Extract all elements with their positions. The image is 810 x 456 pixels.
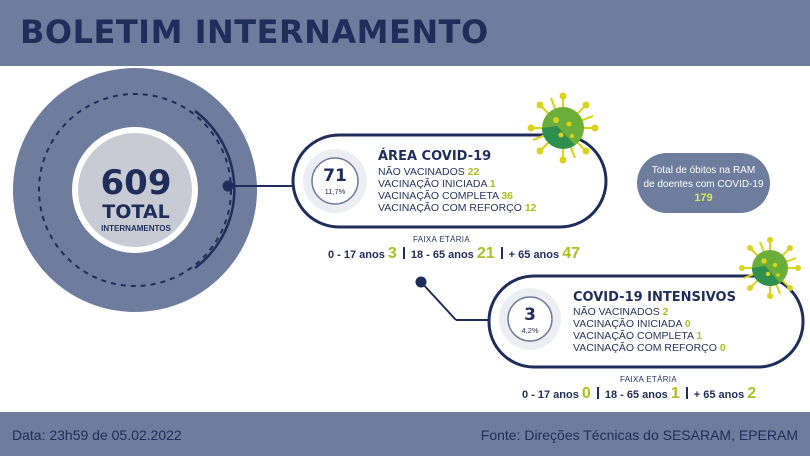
intensivos-panel [487,274,805,369]
obitos-line1: Total de óbitos na RAM [651,165,756,176]
total-value: 609 [100,163,172,203]
obitos-value: 179 [694,192,713,204]
page-title: BOLETIM INTERNAMENTO [20,13,489,51]
obitos-card: Total de óbitos na RAM de doentes com CO… [637,153,770,213]
total-core-disc [78,133,192,247]
area-covid-badge [311,157,359,205]
obitos-line2: de doentes com COVID-19 [643,178,764,190]
intensivos-row: VACINAÇÃO COMPLETA 1 [573,330,703,342]
connector-line-bottom-a [420,281,457,321]
intensivos-count: 3 [524,305,536,325]
area-covid-row: VACINAÇÃO INICIADA 1 [378,178,496,190]
intensivos-row: VACINAÇÃO INICIADA 0 [573,318,691,330]
intensivos-faixa-label: FAIXA ETÁRIA [620,375,677,384]
area-covid-row: NÃO VACINADOS 22 [378,166,480,178]
footer-date: Data: 23h59 de 05.02.2022 [12,427,182,443]
header-bar: BOLETIM INTERNAMENTO [0,0,810,66]
intensivos-badge [507,296,553,342]
intensivos-row: VACINAÇÃO COM REFORÇO 0 [573,342,726,354]
virus-icon [739,237,801,299]
intensivos-row: NÃO VACINADOS 2 [573,306,669,318]
area-covid-count: 71 [323,166,347,186]
area-covid-row: VACINAÇÃO COM REFORÇO 12 [378,202,537,214]
total-arc [194,109,236,270]
footer-source: Fonte: Direções Técnicas do SESARAM, EPE… [480,427,798,443]
area-covid-row: VACINAÇÃO COMPLETA 36 [378,190,513,202]
footer-bar: Data: 23h59 de 05.02.2022 Fonte: Direçõe… [0,412,810,456]
area-covid-percent: 11,7% [324,187,346,196]
area-covid-panel [291,133,608,229]
total-sublabel: INTERNAMENTOS [101,224,171,233]
intensivos-title: COVID-19 INTENSIVOS [573,290,736,305]
area-covid-title: ÁREA COVID-19 [378,149,492,164]
area-covid-faixa-label: FAIXA ETÁRIA [413,235,470,244]
intensivos-percent: 4,2% [521,326,539,335]
total-label: TOTAL [102,201,170,223]
virus-icon [527,92,599,164]
